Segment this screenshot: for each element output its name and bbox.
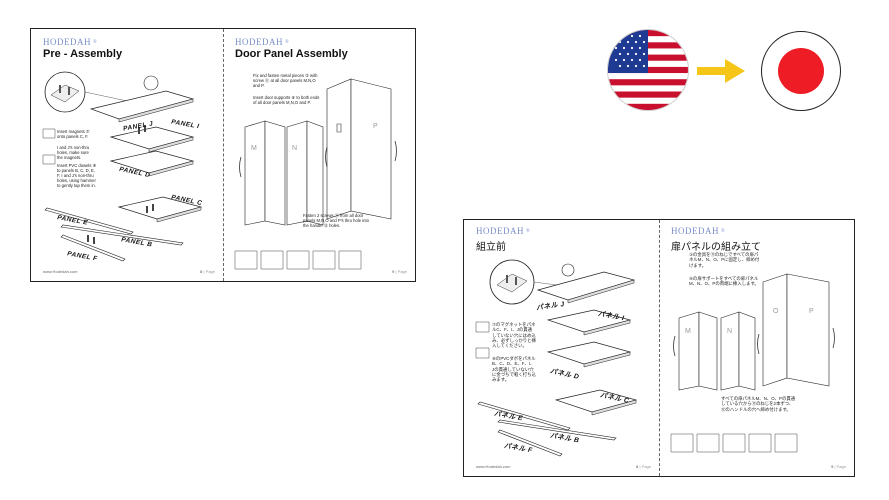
instruction-door-supports: Insert door supports ⑨ to both ends of a… bbox=[253, 95, 320, 106]
door-letter-p: P bbox=[809, 308, 814, 315]
door-letter-m: M bbox=[251, 145, 257, 152]
instruction-handle-screws: Fasten 2 screws ⑪ from all door panels M… bbox=[303, 213, 369, 229]
page-fold-line bbox=[659, 220, 660, 476]
japan-flag-icon bbox=[761, 31, 841, 111]
page-door-panel-assembly-jp: HODEDAH® 扉パネルの組み立て ③の金具を⑪のねじですべての扉パネルM、N… bbox=[659, 220, 854, 476]
us-flag-icon bbox=[608, 30, 688, 110]
pre-assembly-illustration-jp bbox=[464, 220, 660, 477]
page-number: 8 | Page bbox=[200, 269, 215, 274]
page-title: Door Panel Assembly bbox=[235, 48, 348, 60]
page-pre-assembly: HODEDAH® Pre - Assembly bbox=[31, 29, 223, 281]
page-door-panel-assembly: HODEDAH® Door Panel Assembly Fix and fas… bbox=[223, 29, 415, 281]
japan-flag-disc bbox=[778, 48, 824, 94]
page-number: 8 | Page bbox=[636, 464, 651, 469]
door-panel-illustration-jp bbox=[659, 220, 855, 477]
page-number: 9 | Page bbox=[392, 269, 407, 274]
page-title: 扉パネルの組み立て bbox=[671, 242, 761, 253]
door-letter-m: M bbox=[685, 328, 691, 335]
page-pre-assembly-jp: HODEDAH® 組立前 bbox=[464, 220, 659, 476]
page-fold-line bbox=[223, 29, 224, 281]
instruction-magnets-holes: I and J's non-thru holes, make sure the … bbox=[57, 145, 90, 161]
instruction-handle-screws: すべての扉パネルM、N、O、Pの貫通している穴から⑪のねじを2本ずつ、⑫のハンド… bbox=[721, 396, 796, 412]
brand-logo: HODEDAH® bbox=[43, 37, 98, 47]
instruction-dowels: ⑧のPVCダボをパネルB、C、D、E、F、I、Jの貫通していない穴に金づちで軽く… bbox=[492, 356, 536, 383]
instruction-dowels: Insert PVC dowels ⑧ to panels B, C, D, E… bbox=[57, 163, 97, 189]
page-title: Pre - Assembly bbox=[43, 48, 123, 60]
page-footer-url: www.Hodedah.com bbox=[43, 269, 78, 274]
instruction-magnets: ⑦のマグネットをパネルC、F、I、Jの貫通していない穴にはめ込み、必ずしっかりと… bbox=[492, 322, 536, 349]
brand-logo: HODEDAH® bbox=[476, 226, 531, 236]
instruction-metal-pieces: ③の金具を⑪のねじですべての扉パネルM、N、O、Pに固定し、締め付けます。 bbox=[689, 252, 760, 268]
manual-spread-japanese: HODEDAH® 組立前 bbox=[463, 219, 855, 477]
door-letter-n: N bbox=[727, 328, 733, 335]
manual-spread-english: HODEDAH® Pre - Assembly bbox=[30, 28, 416, 282]
page-number: 9 | Page bbox=[831, 464, 846, 469]
instruction-metal-pieces: Fix and fasten metal pieces ③ with screw… bbox=[253, 73, 318, 89]
page-title: 組立前 bbox=[476, 242, 506, 253]
page-footer-url: www.Hodedah.com bbox=[476, 464, 511, 469]
pre-assembly-illustration bbox=[31, 29, 224, 282]
instruction-magnets: Insert magnets ⑦ onto panels C, F. bbox=[57, 129, 90, 140]
door-letter-o: O bbox=[773, 308, 779, 315]
door-letter-n: N bbox=[292, 145, 298, 152]
instruction-door-supports: ⑨の扉サポートをすべての扉パネルM、N、O、Pの両端に挿入します。 bbox=[689, 276, 759, 287]
brand-logo: HODEDAH® bbox=[235, 37, 290, 47]
arrow-right-icon bbox=[697, 59, 745, 83]
door-panel-illustration bbox=[223, 29, 416, 282]
door-letter-p: P bbox=[373, 123, 378, 130]
brand-logo: HODEDAH® bbox=[671, 226, 726, 236]
